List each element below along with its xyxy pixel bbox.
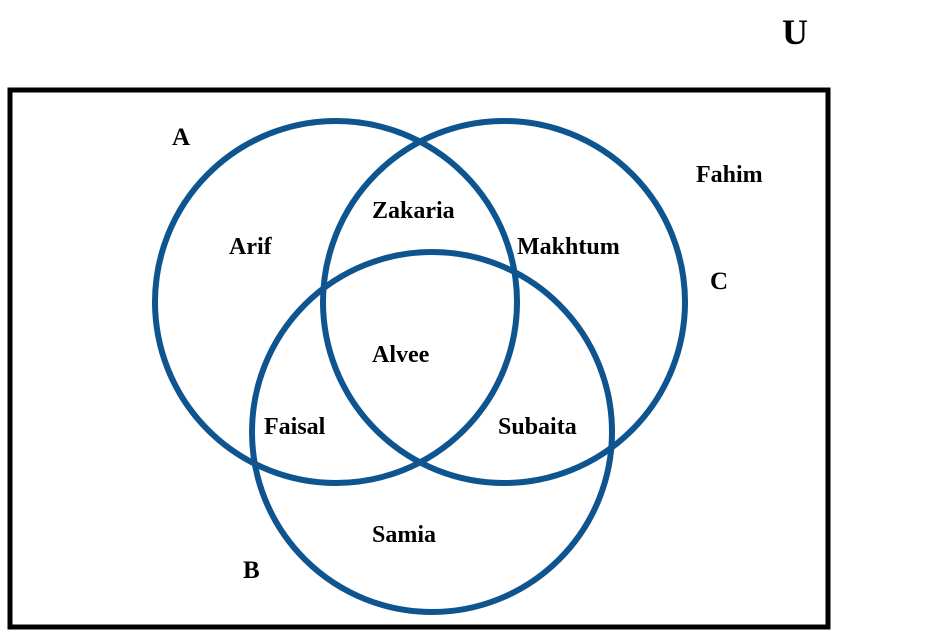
region-b-only: Samia <box>372 522 436 548</box>
set-c-circle <box>320 118 688 486</box>
set-a-circle <box>152 118 520 486</box>
region-a-b-c: Alvee <box>372 342 430 368</box>
region-outside: Fahim <box>696 162 763 188</box>
region-c-only: Makhtum <box>517 234 620 260</box>
set-b-circle <box>249 249 615 615</box>
region-a-only: Arif <box>229 234 273 260</box>
region-a-and-c: Zakaria <box>372 198 455 224</box>
universal-set-border <box>7 87 831 630</box>
set-b-label: B <box>243 557 260 584</box>
universe-label: U <box>782 12 808 52</box>
region-a-and-b: Faisal <box>264 414 326 440</box>
region-b-and-c: Subaita <box>498 414 577 440</box>
set-a-label: A <box>172 124 190 151</box>
set-c-label: C <box>710 268 728 295</box>
